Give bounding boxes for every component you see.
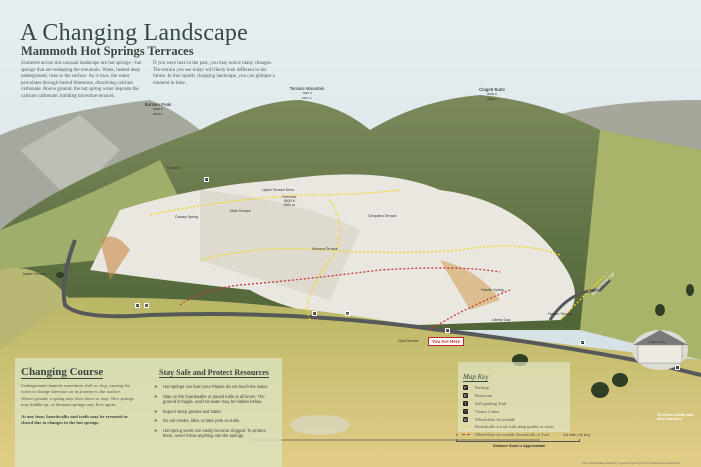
- changing-course-warning: At any time, boardwalks and trails may b…: [21, 414, 128, 426]
- parking-icon: P: [312, 311, 317, 316]
- wheelchair-icon: W: [463, 416, 468, 422]
- restroom-icon: R: [144, 303, 149, 308]
- changing-course-body: Underground channels sometimes shift or …: [21, 383, 134, 407]
- label-to-norris: To Norris: [166, 166, 181, 170]
- intro-left-text: Scattered across this unusual landscape …: [21, 61, 142, 99]
- key-visitor-center: ?Visitor Center: [463, 408, 500, 414]
- visitor-center-icon: ?: [463, 408, 468, 414]
- key-steep-trail: Boardwalk or trail with steep grades or …: [462, 423, 565, 431]
- parking-icon: P: [135, 303, 140, 308]
- parking-icon: P: [204, 177, 209, 182]
- parking-icon: P: [445, 328, 450, 333]
- trail-icon: T: [463, 400, 468, 406]
- label-palette-spring: Palette Spring: [481, 288, 504, 292]
- key-accessible-trail: Wheelchair Accessible Boardwalk or Trail: [462, 431, 565, 439]
- label-liberty-cap: Liberty Cap: [492, 318, 511, 322]
- safety-item: Hot springs can burn you! Please do not …: [154, 384, 276, 389]
- label-opal-terrace: Opal Terrace: [398, 339, 419, 343]
- safety-item: Stay on the boardwalks or paved trails a…: [154, 394, 276, 404]
- distance-scale-bar: [456, 439, 580, 442]
- credit-line: This exhibit made possible by a generous…: [582, 461, 680, 465]
- visitor-center-icon: ?: [675, 365, 680, 370]
- visitor-center-building: [632, 330, 688, 370]
- label-visitor-center-building: Visitor Center: [648, 340, 667, 344]
- stay-safe-heading: Stay Safe and Protect Resources: [159, 368, 269, 378]
- label-hymen-terrace: Hymen Terrace: [548, 312, 573, 316]
- label-to-visitor-center: To Visitor Center and other services: [657, 413, 694, 421]
- page-title: A Changing Landscape: [20, 20, 248, 46]
- label-jupiter-terrace: Jupiter Terrace: [22, 272, 46, 276]
- scale-label: 1/4 mile (.40 km): [563, 433, 590, 437]
- safety-item: Hot spring vents can easily become clogg…: [154, 428, 276, 438]
- parking-icon: P: [463, 385, 468, 391]
- label-cleopatra-terrace: Cleopatra Terrace: [368, 214, 397, 218]
- parking-icon: P: [580, 340, 585, 345]
- stay-safe-panel: Stay Safe and Protect Resources Hot spri…: [140, 358, 282, 467]
- restroom-icon: R: [463, 393, 468, 399]
- you-are-here-marker: You Are Here: [428, 337, 465, 346]
- label-minerva-terrace: Minerva Terrace: [312, 247, 338, 251]
- label-upper-terrace-drive: Upper Terrace Drive: [262, 188, 295, 192]
- safety-item: Do not smoke, litter, or take pets on tr…: [154, 418, 276, 423]
- label-canary-spring: Canary Spring: [175, 215, 198, 219]
- changing-course-heading: Changing Course: [21, 366, 104, 379]
- scale-note: Distance Scale is Approximate: [493, 444, 546, 448]
- map-key-title: Map Key: [463, 373, 489, 382]
- page-subtitle: Mammoth Hot Springs Terraces: [21, 44, 194, 58]
- scale-start: 0: [456, 433, 458, 437]
- wheelchair-icon: W: [345, 311, 350, 316]
- safety-item: Expect steep grades and stairs.: [154, 409, 276, 414]
- label-main-terrace: Main Terrace: [230, 209, 251, 213]
- changing-course-panel: Changing Course Underground channels som…: [15, 358, 140, 467]
- intro-right-text: If you were here in the past, you may no…: [153, 61, 275, 86]
